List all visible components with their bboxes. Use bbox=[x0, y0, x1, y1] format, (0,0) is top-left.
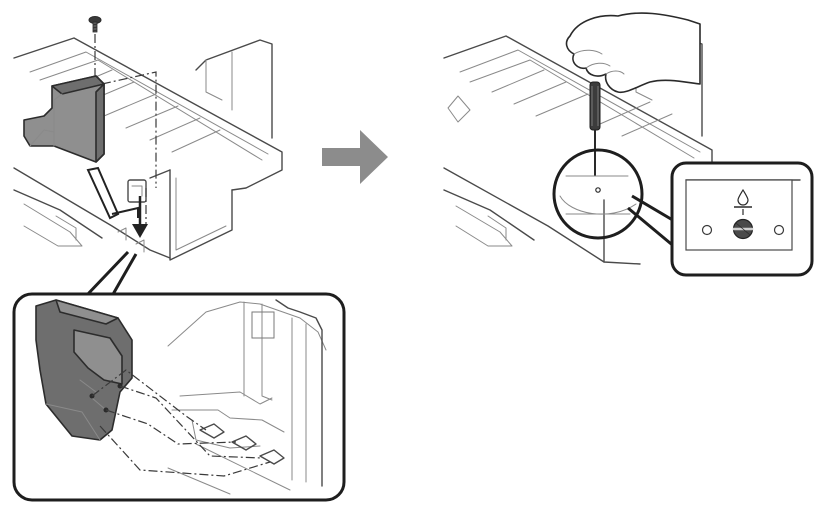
screwdriver-icon bbox=[589, 81, 601, 176]
hole-right bbox=[773, 224, 785, 236]
screw-icon bbox=[88, 16, 102, 33]
zoom-callout-line-bottom bbox=[627, 206, 677, 250]
detail-callout-line-left bbox=[84, 250, 130, 298]
ink-drop-icon bbox=[734, 188, 752, 215]
zoom-callout-line-top bbox=[631, 194, 677, 224]
screw-hole-small bbox=[595, 187, 601, 193]
hole-left bbox=[701, 224, 713, 236]
ink-tank-cover-part bbox=[23, 75, 105, 163]
detail-callout-line-right bbox=[110, 253, 138, 297]
printer-left-illustration bbox=[13, 37, 283, 261]
screw-head-icon bbox=[732, 218, 754, 240]
magnifier-circle bbox=[552, 148, 644, 240]
cover-slot bbox=[127, 179, 147, 203]
next-step-arrow-icon bbox=[322, 130, 388, 184]
alignment-line-1 bbox=[91, 369, 207, 431]
printer-right-illustration bbox=[443, 35, 713, 265]
alignment-line-3 bbox=[119, 385, 263, 459]
removal-arrow-icon bbox=[86, 166, 148, 238]
screw-detail-zoom-box bbox=[670, 161, 814, 277]
cover-detail-zoom-box bbox=[12, 292, 346, 502]
hand-icon bbox=[565, 12, 701, 94]
alignment-line-2 bbox=[105, 409, 237, 445]
alignment-line-4 bbox=[99, 425, 271, 477]
cover-guide-line bbox=[101, 71, 157, 188]
